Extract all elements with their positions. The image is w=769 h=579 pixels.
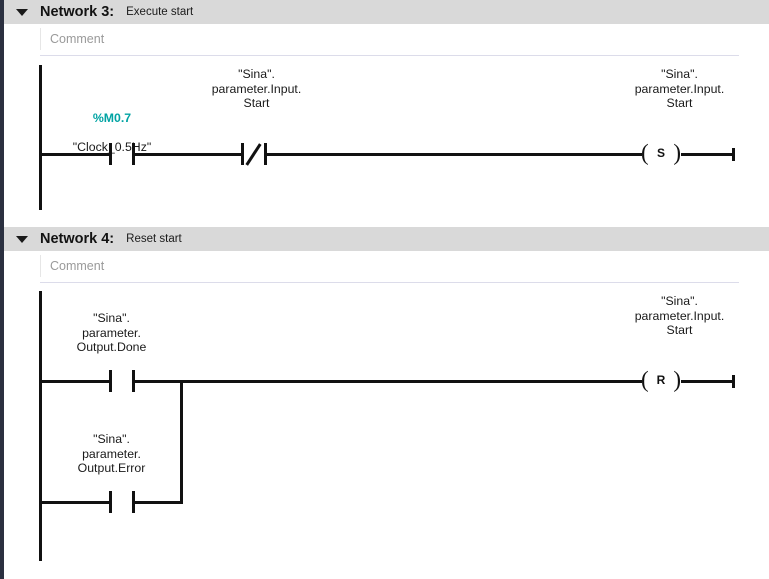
rung-wire-segment bbox=[39, 153, 112, 156]
coil-letter-reset: R bbox=[656, 373, 666, 387]
network-subtitle-4: Reset start bbox=[126, 233, 182, 245]
contact-no-output-error[interactable] bbox=[109, 491, 135, 513]
network-title-4: Network 4: bbox=[40, 231, 115, 247]
coil-set-input-start[interactable]: ( S ) bbox=[641, 140, 681, 167]
network-comment-divider-4 bbox=[40, 282, 739, 283]
contact-address-clock: %M0.7 bbox=[92, 110, 132, 125]
coil-paren-left-icon: ( bbox=[641, 140, 649, 165]
ladder-canvas-4: "Sina". parameter. Output.Done "Sina". p… bbox=[4, 284, 769, 578]
rung-wire-segment bbox=[267, 153, 642, 156]
contact-no-clock[interactable] bbox=[109, 143, 135, 165]
network-collapse-toggle-3[interactable] bbox=[4, 0, 40, 25]
coil-label-reset-input-start: "Sina". parameter.Input. Start bbox=[634, 294, 725, 337]
network-title-3: Network 3: bbox=[40, 4, 115, 20]
network-comment-divider-3 bbox=[40, 55, 739, 56]
network-header-4[interactable]: Network 4: Reset start bbox=[4, 227, 769, 252]
rung-wire-segment bbox=[135, 153, 244, 156]
contact-no-output-done[interactable] bbox=[109, 370, 135, 392]
rung-wire-segment bbox=[39, 380, 112, 383]
coil-letter-set: S bbox=[656, 146, 665, 160]
contact-nc-input-start[interactable] bbox=[241, 143, 267, 166]
contact-label-output-error: "Sina". parameter. Output.Error bbox=[77, 432, 146, 475]
contact-negation-slash-icon bbox=[245, 143, 262, 166]
network-collapse-toggle-4[interactable] bbox=[4, 227, 40, 252]
contact-bar-right-icon bbox=[132, 491, 135, 513]
network-header-3[interactable]: Network 3: Execute start bbox=[4, 0, 769, 25]
coil-label-set-input-start: "Sina". parameter.Input. Start bbox=[634, 67, 725, 110]
rung-wire-segment bbox=[135, 380, 642, 383]
triangle-down-icon bbox=[16, 8, 28, 16]
network-comment-field-4[interactable]: Comment bbox=[40, 255, 739, 277]
branch-wire-segment bbox=[39, 501, 112, 504]
contact-bar-left-icon bbox=[109, 143, 112, 165]
triangle-down-icon bbox=[16, 235, 28, 243]
network-block-4: Network 4: Reset start Comment "Sina". p… bbox=[4, 227, 769, 578]
power-rail-left-3 bbox=[39, 65, 42, 210]
rung-end-cap bbox=[732, 148, 735, 161]
contact-bar-left-icon bbox=[241, 143, 244, 165]
coil-paren-right-icon: ) bbox=[673, 140, 681, 165]
network-comment-row-3: Comment bbox=[4, 25, 769, 57]
coil-paren-left-icon: ( bbox=[641, 367, 649, 392]
network-comment-field-3[interactable]: Comment bbox=[40, 28, 739, 50]
contact-label-output-done: "Sina". parameter. Output.Done bbox=[76, 311, 147, 354]
contact-bar-right-icon bbox=[132, 143, 135, 165]
rung-wire-segment bbox=[681, 153, 735, 156]
contact-bar-left-icon bbox=[109, 491, 112, 513]
ladder-canvas-3: %M0.7 "Clock_0.5Hz" "Sina". parameter.In… bbox=[4, 57, 769, 227]
contact-bar-left-icon bbox=[109, 370, 112, 392]
coil-reset-input-start[interactable]: ( R ) bbox=[641, 367, 681, 394]
branch-join-vertical bbox=[180, 380, 183, 504]
contact-bar-right-icon bbox=[264, 143, 267, 165]
coil-paren-right-icon: ) bbox=[673, 367, 681, 392]
rung-wire-segment bbox=[681, 380, 735, 383]
power-rail-left-4 bbox=[39, 291, 42, 561]
network-subtitle-3: Execute start bbox=[126, 6, 194, 18]
network-comment-row-4: Comment bbox=[4, 252, 769, 284]
contact-label-input-start-nc: "Sina". parameter.Input. Start bbox=[211, 67, 302, 110]
contact-bar-right-icon bbox=[132, 370, 135, 392]
branch-wire-segment bbox=[135, 501, 183, 504]
rung-end-cap bbox=[732, 375, 735, 388]
network-block-3: Network 3: Execute start Comment %M0.7 "… bbox=[4, 0, 769, 227]
